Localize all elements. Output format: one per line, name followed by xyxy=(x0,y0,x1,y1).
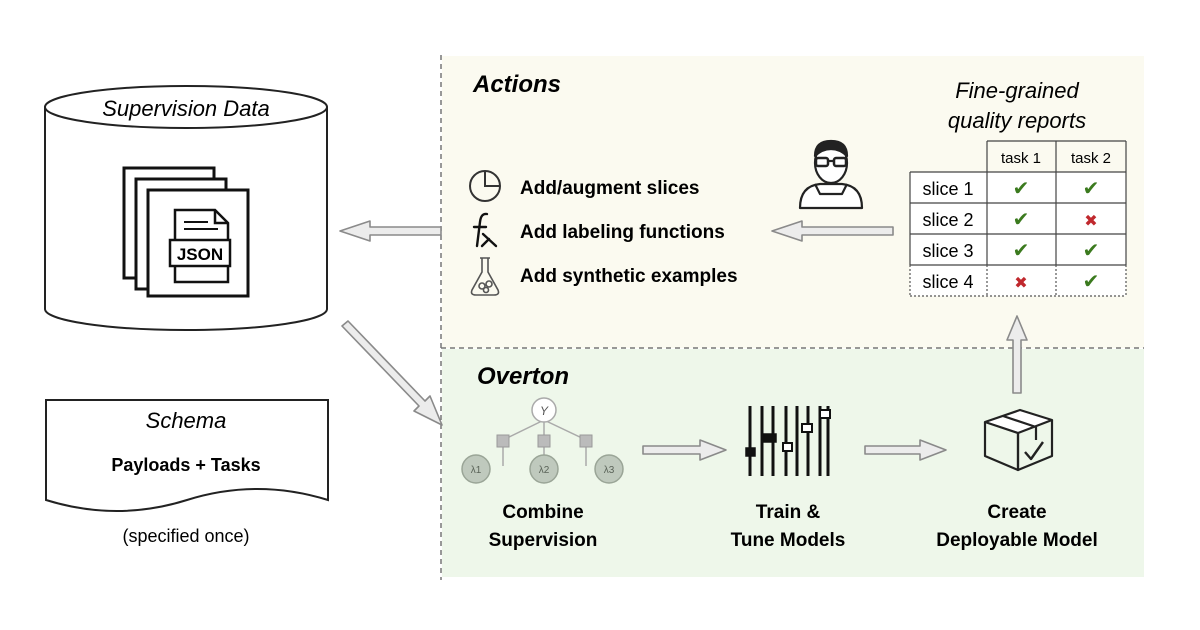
schema-content: Payloads + Tasks xyxy=(111,455,260,475)
arrow-train-to-create xyxy=(864,439,947,461)
report-row-label: slice 4 xyxy=(922,272,973,292)
schema-title: Schema xyxy=(146,408,227,433)
cross-mark-icon: ✖ xyxy=(1084,213,1097,230)
flask-icon xyxy=(470,257,500,296)
quality-report-table: task 1 task 2 slice 1 ✔ ✔ slice 2 ✔ ✖ slice 3 ✔… xyxy=(909,140,1127,297)
graph-root-node xyxy=(531,397,557,423)
arrow-combine-to-train xyxy=(642,439,727,461)
reports-title-line1: Fine-grained xyxy=(955,78,1079,103)
step-create-line2: Deployable Model xyxy=(936,530,1098,551)
action-label-synthetic-examples: Add synthetic examples xyxy=(520,266,738,287)
arrow-data-to-overton xyxy=(341,320,443,426)
check-mark-icon: ✔ xyxy=(1083,271,1100,293)
report-row-label: slice 3 xyxy=(922,241,973,261)
arrow-reports-to-actions xyxy=(771,220,894,242)
reports-title-line2: quality reports xyxy=(948,108,1086,133)
check-mark-icon: ✔ xyxy=(1013,240,1030,262)
schema-note: (specified once) xyxy=(122,526,249,546)
check-mark-icon: ✔ xyxy=(1013,209,1030,231)
action-label-labeling-functions: Add labeling functions xyxy=(520,222,725,243)
step-train-line2: Tune Models xyxy=(731,530,846,551)
supervision-data-store: Supervision Data JSON xyxy=(44,85,328,331)
sliders-icon xyxy=(745,406,831,476)
report-row-label: slice 1 xyxy=(922,179,973,199)
check-mark-icon: ✔ xyxy=(1083,240,1100,262)
arrow-actions-to-data xyxy=(339,220,442,242)
actions-title: Actions xyxy=(472,71,561,98)
supervision-data-title: Supervision Data xyxy=(102,96,270,121)
graph-root-label: Y xyxy=(540,404,549,418)
arrow-model-to-reports xyxy=(1006,315,1028,394)
factor-graph-icon: Y λ1 λ2 λ3 xyxy=(461,397,624,484)
step-train-line1: Train & xyxy=(756,502,821,523)
deployable-package-icon xyxy=(983,408,1054,472)
overton-panel xyxy=(442,349,1144,577)
check-mark-icon: ✔ xyxy=(1013,178,1030,200)
step-combine-line1: Combine xyxy=(502,502,583,523)
step-create-line1: Create xyxy=(987,502,1046,523)
cross-mark-icon: ✖ xyxy=(1014,275,1027,292)
graph-leaf-label: λ3 xyxy=(604,465,615,476)
pie-chart-icon xyxy=(469,170,501,202)
schema-document: Schema Payloads + Tasks xyxy=(45,399,329,512)
step-combine-line2: Supervision xyxy=(489,530,598,551)
action-label-slices: Add/augment slices xyxy=(520,178,700,199)
overton-title: Overton xyxy=(477,363,569,390)
report-row-label: slice 2 xyxy=(922,210,973,230)
report-column-header: task 1 xyxy=(1001,150,1041,167)
check-mark-icon: ✔ xyxy=(1083,178,1100,200)
report-column-header: task 2 xyxy=(1071,150,1111,167)
engineer-person-icon xyxy=(798,139,864,210)
json-documents-icon: JSON xyxy=(122,166,250,298)
lambda-function-icon xyxy=(472,212,498,248)
json-label: JSON xyxy=(177,245,223,264)
graph-leaf-label: λ1 xyxy=(471,465,482,476)
graph-leaf-label: λ2 xyxy=(539,465,550,476)
